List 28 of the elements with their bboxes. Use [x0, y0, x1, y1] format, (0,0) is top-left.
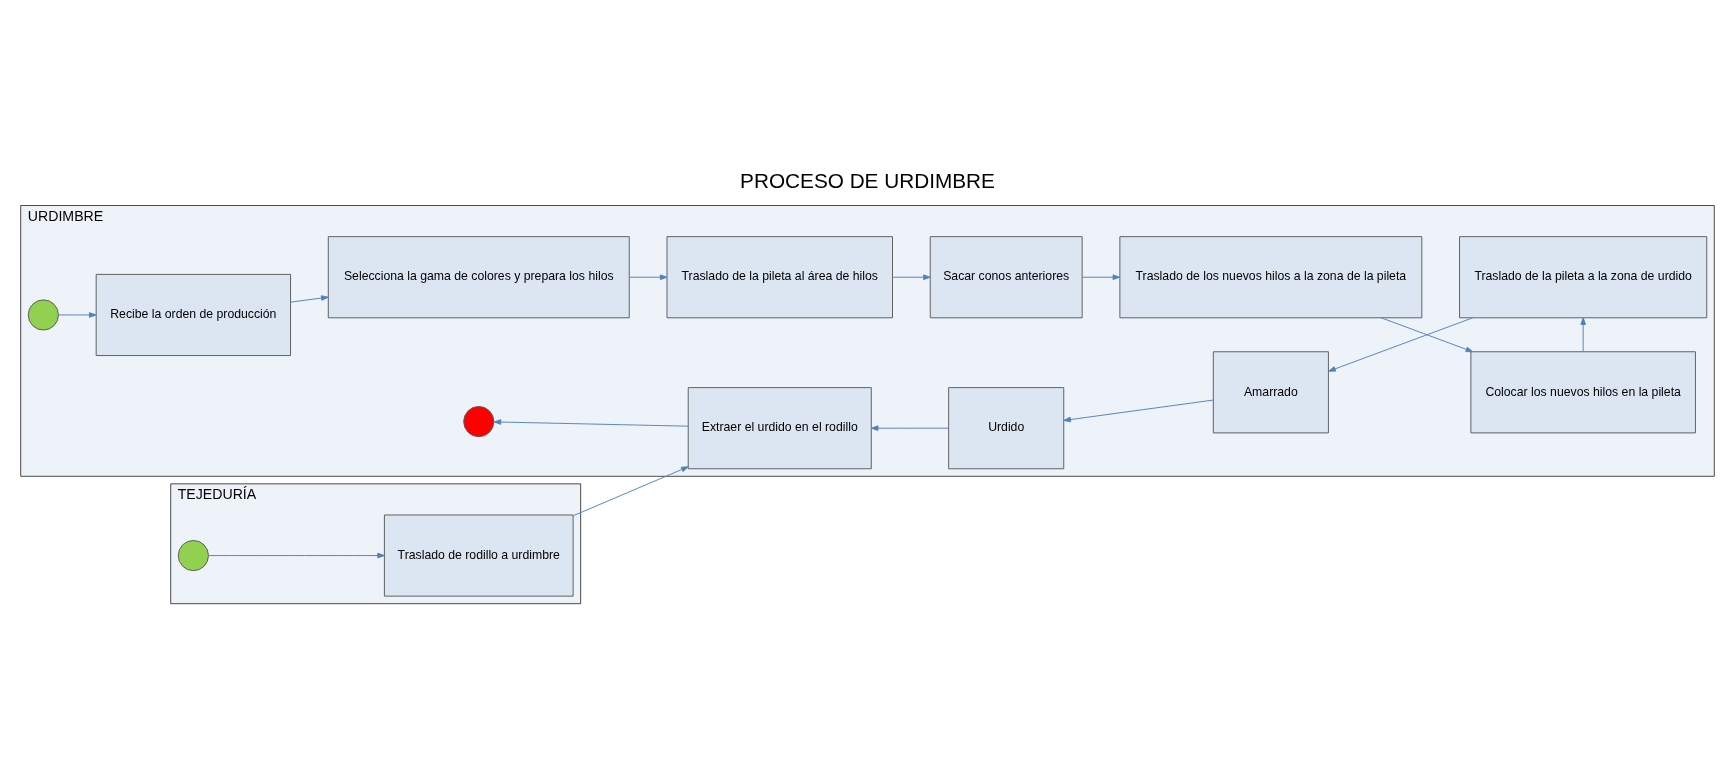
- node-circle: [463, 405, 495, 437]
- arrow: [1081, 273, 1121, 280]
- node-box: Traslado de la pileta a la zona de urdido: [1459, 235, 1708, 318]
- node-box: Recibe la orden de producción: [95, 273, 291, 356]
- arrow: [290, 294, 329, 303]
- arrow: [1580, 316, 1586, 352]
- arrow: [208, 552, 385, 558]
- node-box: Traslado de la pileta al área de hilos: [666, 235, 893, 318]
- node-box: Extraer el urdido en el rodillo: [687, 386, 872, 469]
- arrow: [493, 418, 689, 427]
- arrow: [1063, 399, 1214, 422]
- arrow: [1328, 316, 1473, 372]
- arrow: [629, 273, 668, 280]
- node-circle: [27, 298, 59, 331]
- node-box: Traslado de los nuevos hilos a la zona de la pileta: [1119, 235, 1423, 318]
- node-box: Urdido: [948, 386, 1065, 469]
- arrow: [1380, 316, 1474, 352]
- arrow: [58, 311, 97, 318]
- arrow: [892, 273, 931, 280]
- node-circle: [177, 539, 209, 571]
- diagram-title: PROCESO DE URDIMBRE: [740, 168, 995, 192]
- arrow: [573, 465, 689, 516]
- node-box: Colocar los nuevos hilos en la pileta: [1470, 350, 1696, 433]
- node-box: Amarrado: [1212, 350, 1329, 433]
- node-box: Selecciona la gama de colores y prepara los hilos: [327, 235, 630, 318]
- node-box: Traslado de rodillo a urdimbre: [383, 514, 574, 597]
- node-box: Sacar conos anteriores: [929, 235, 1083, 318]
- arrow: [870, 424, 949, 431]
